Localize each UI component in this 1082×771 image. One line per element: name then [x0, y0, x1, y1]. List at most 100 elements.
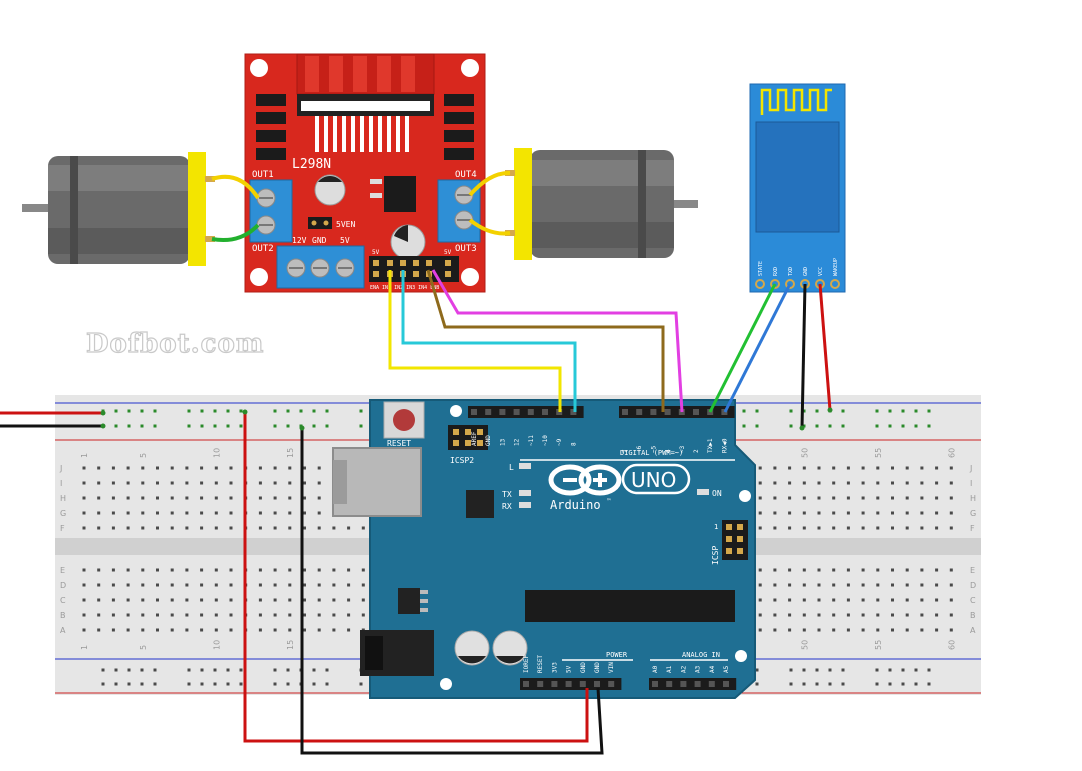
breadboard-hole	[920, 568, 924, 572]
breadboard-hole	[949, 466, 953, 470]
rail-hole	[789, 409, 793, 413]
wire-end	[100, 410, 106, 416]
rail-hole	[200, 668, 204, 672]
breadboard-hole	[361, 598, 365, 602]
rail-hole	[789, 682, 793, 686]
rail-hole	[239, 668, 243, 672]
logo-plus-v	[598, 473, 602, 487]
rail-hole	[888, 682, 892, 686]
breadboard-hole	[920, 583, 924, 587]
rail-hole	[114, 682, 118, 686]
breadboard-hole	[273, 598, 277, 602]
breadboard-hole	[229, 628, 233, 632]
breadboard-hole	[876, 481, 880, 485]
column-number-bottom: 55	[874, 640, 883, 650]
rail-hole	[901, 409, 905, 413]
breadboard-hole	[258, 568, 262, 572]
chip-pin	[315, 116, 319, 152]
breadboard-hole	[861, 481, 865, 485]
breadboard-hole	[817, 568, 821, 572]
arduino-logo: UNO Arduino ™	[548, 463, 691, 512]
driver-regulator	[384, 176, 416, 212]
motor-highlight	[530, 160, 674, 186]
atmega-chip	[525, 590, 735, 622]
breadboard-hole	[876, 526, 880, 530]
pin-label: A1	[666, 665, 673, 673]
breadboard-hole	[876, 583, 880, 587]
breadboard-hole	[832, 628, 836, 632]
breadboard-hole	[832, 481, 836, 485]
dc-power-jack-barrel	[365, 636, 383, 670]
breadboard-hole	[156, 466, 159, 470]
led-on-label: ON	[712, 489, 722, 498]
control-pin	[400, 260, 406, 266]
rail-hole	[153, 409, 157, 413]
trademark: ™	[607, 498, 611, 505]
header-pin	[471, 409, 477, 415]
breadboard-hole	[185, 613, 189, 617]
header-pin	[570, 409, 577, 415]
motor-ring	[70, 156, 78, 264]
pin-label: ~3	[679, 445, 686, 453]
breadboard-hole	[905, 511, 909, 515]
mount-hole	[739, 490, 751, 502]
breadboard-hole	[214, 496, 218, 500]
chip-pin	[405, 116, 409, 152]
wire-end	[827, 407, 833, 413]
rail-hole	[359, 424, 363, 428]
breadboard-hole	[156, 583, 159, 587]
breadboard-hole	[949, 628, 953, 632]
breadboard-hole	[347, 583, 351, 587]
breadboard-hole	[876, 598, 880, 602]
column-number-top: 1	[80, 453, 89, 458]
breadboard-hole	[891, 598, 894, 602]
breadboard-hole	[861, 598, 865, 602]
chip-pin	[351, 116, 355, 152]
icsp-header	[722, 520, 748, 560]
rail-hole	[841, 682, 845, 686]
breadboard-hole	[214, 598, 218, 602]
column-number-top: 10	[212, 448, 221, 458]
breadboard-hole	[817, 466, 821, 470]
rail-hole	[888, 668, 892, 672]
l298-pins	[315, 116, 409, 152]
breadboard-hole	[258, 628, 262, 632]
diodes-right	[444, 94, 474, 160]
breadboard-hole	[229, 598, 233, 602]
breadboard-hole	[773, 511, 777, 515]
breadboard-hole	[935, 568, 939, 572]
breadboard-hole	[97, 526, 101, 530]
breadboard-hole	[935, 496, 939, 500]
breadboard-hole	[817, 526, 821, 530]
bt-pin	[785, 279, 795, 289]
breadboard-hole	[126, 511, 130, 515]
breadboard-hole	[82, 598, 86, 602]
jumper-pin	[323, 220, 329, 226]
row-letter: E	[970, 566, 975, 575]
wire-bt-vcc	[818, 283, 832, 411]
rail-hole	[312, 409, 316, 413]
rail-hole	[815, 424, 819, 428]
rail-hole	[828, 668, 832, 672]
breadboard-hole	[156, 481, 159, 485]
header-pin	[723, 681, 729, 687]
rail-hole	[187, 424, 191, 428]
motor-ring	[638, 150, 646, 258]
breadboard-hole	[288, 466, 292, 470]
breadboard-hole	[773, 568, 777, 572]
row-letter: A	[970, 626, 976, 635]
rail-hole	[325, 409, 329, 413]
breadboard-hole	[891, 466, 894, 470]
breadboard-hole	[905, 526, 909, 530]
bt-pin-label: TXD	[788, 267, 794, 276]
icsp-pin	[726, 524, 732, 530]
row-letter: G	[970, 509, 976, 518]
rail-hole	[742, 409, 746, 413]
breadboard-hole	[303, 481, 306, 485]
breadboard-hole	[949, 526, 953, 530]
chip-pin	[360, 116, 364, 152]
breadboard-hole	[258, 481, 262, 485]
reset-button[interactable]	[383, 401, 425, 439]
breadboard-hole	[876, 613, 880, 617]
